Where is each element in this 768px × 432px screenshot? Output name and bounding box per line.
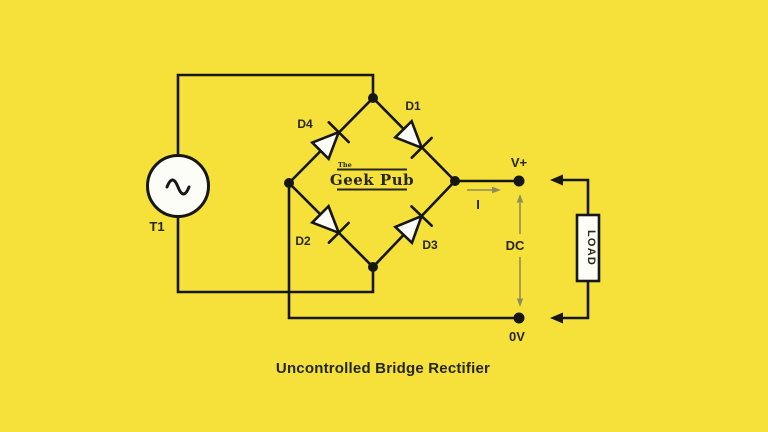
terminal-positive-dot: [513, 175, 525, 187]
diode-d2-label: D2: [295, 234, 311, 248]
terminal-negative-dot: [513, 312, 525, 324]
diode-d2-cathode-bar: [327, 221, 350, 244]
diode-d4-triangle: [309, 129, 341, 162]
node-right: [450, 176, 460, 186]
diode-d1-cathode-bar: [410, 136, 433, 159]
wire-source-top: [176, 73, 375, 156]
diode-d2-triangle: [309, 203, 342, 236]
diode-d1: [392, 118, 433, 159]
load-wire-bottom: [560, 281, 590, 320]
load-arrow-top: [550, 174, 563, 186]
wire-negative-rail: [287, 183, 519, 320]
dc-span-annotation: DC: [506, 194, 525, 307]
diode-d4: [309, 121, 350, 162]
diode-d3: [392, 205, 434, 246]
node-top: [368, 93, 378, 103]
load-resistor-box: [575, 213, 601, 283]
diode-d1-label: D1: [405, 99, 421, 113]
load-wire-top: [560, 178, 590, 215]
diode-d4-label: D4: [297, 117, 313, 131]
logo-name: Geek Pub: [330, 171, 414, 189]
diode-d3-cathode-bar: [410, 205, 434, 228]
node-bottom: [368, 262, 378, 272]
load-branch: LOAD: [550, 174, 601, 324]
load-arrow-bottom: [550, 312, 563, 324]
diode-d3-label: D3: [422, 238, 438, 252]
current-arrow-head: [492, 186, 501, 194]
current-arrow: I: [467, 186, 501, 212]
sine-wave-icon: [165, 178, 191, 196]
terminal-negative-label: 0V: [509, 329, 525, 344]
geek-pub-logo: The Geek Pub: [330, 161, 414, 191]
ac-source: T1: [146, 154, 210, 234]
diode-d4-cathode-bar: [327, 121, 350, 144]
diagram-caption: Uncontrolled Bridge Rectifier: [276, 360, 490, 377]
wire-source-bottom: [176, 217, 375, 294]
dc-label: DC: [506, 238, 525, 253]
source-label: T1: [149, 219, 164, 234]
logo-prefix: The: [338, 161, 352, 169]
dc-span-arrow-up: [516, 194, 524, 203]
diode-d3-triangle: [392, 213, 424, 246]
diode-d2: [309, 203, 350, 244]
current-label: I: [476, 197, 480, 212]
node-left: [284, 178, 294, 188]
terminal-positive-label: V+: [511, 155, 528, 170]
load-label: LOAD: [585, 230, 597, 266]
dc-span-arrow-down: [516, 298, 524, 307]
diode-d1-triangle: [392, 118, 424, 151]
